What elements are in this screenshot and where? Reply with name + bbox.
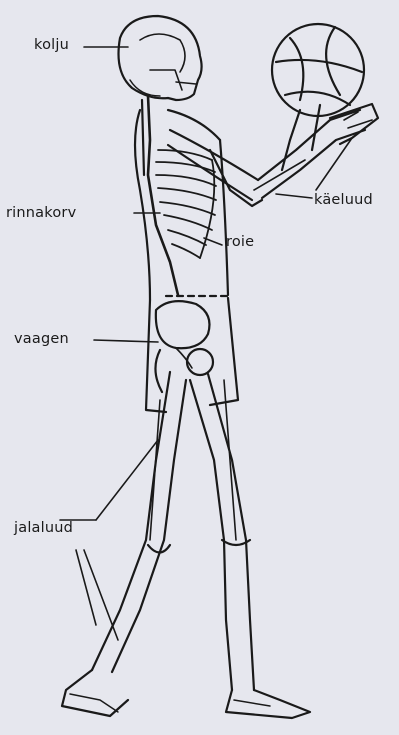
label-leg-bones: jalaluud <box>14 520 73 536</box>
label-skull: kolju <box>34 37 69 53</box>
head <box>119 16 202 100</box>
label-ribcage: rinnakorv <box>6 205 76 221</box>
ribcage <box>156 150 216 258</box>
label-arm-bones: käeluud <box>314 192 373 208</box>
back-leg <box>62 372 186 716</box>
shorts <box>146 296 238 412</box>
spine <box>142 96 178 295</box>
front-leg <box>190 374 310 718</box>
leader-lines <box>60 47 352 640</box>
label-pelvis: vaagen <box>14 331 69 347</box>
ball <box>272 24 364 116</box>
label-rib: roie <box>226 234 254 250</box>
pelvis <box>155 301 213 392</box>
